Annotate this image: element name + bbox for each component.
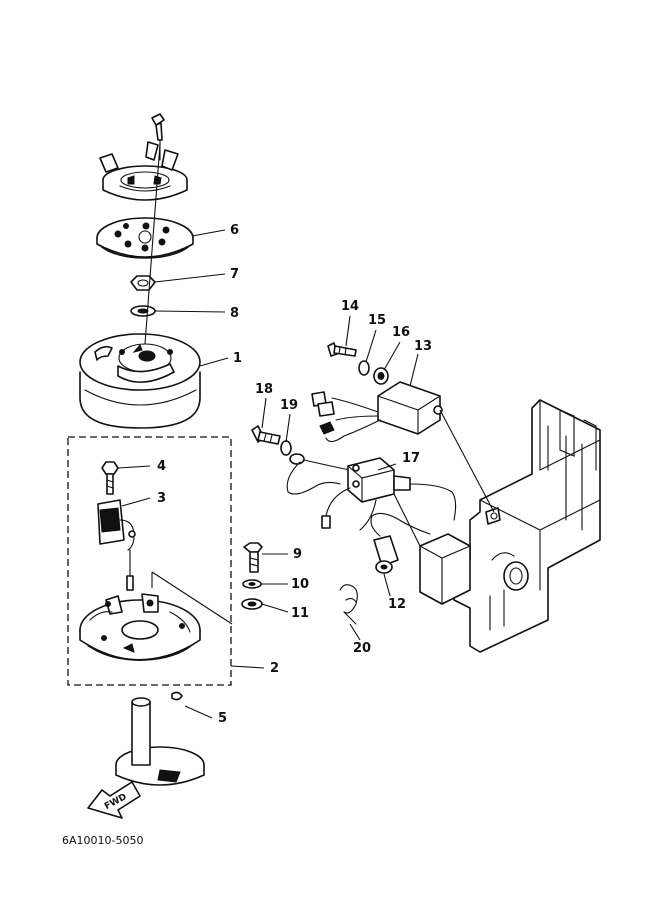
flywheel-part-1	[79, 333, 201, 429]
plate-part-6	[96, 217, 194, 259]
coil-part-3	[97, 499, 136, 591]
washer-part-16	[373, 367, 389, 385]
callout-11: 11	[291, 606, 309, 621]
nut-part-7	[130, 275, 156, 291]
starter-pulley	[99, 141, 188, 201]
callout-5: 5	[218, 711, 227, 726]
callout-16: 16	[392, 325, 410, 340]
washer-part-19	[280, 440, 292, 456]
drawing-number: 6A10010-5050	[62, 834, 143, 847]
callout-6: 6	[230, 223, 239, 238]
callout-12: 12	[388, 597, 406, 612]
callout-13: 13	[414, 339, 432, 354]
washer-part-8	[130, 305, 156, 317]
callout-14: 14	[341, 299, 359, 314]
callout-labels: 6 7 8 1 4 3 9 10 11 2 5 14 15 16 13 18 1…	[157, 223, 432, 726]
assembly-box-part-2	[67, 436, 232, 686]
screw-part-14	[327, 342, 357, 357]
callout-18: 18	[255, 382, 273, 397]
callout-15: 15	[368, 313, 386, 328]
bolt-part-9	[243, 542, 263, 573]
washer-part-11	[241, 598, 263, 610]
engine-block	[419, 399, 601, 653]
washer-part-15	[358, 360, 370, 376]
spark-plug-cap-part-12	[370, 512, 431, 574]
shaft-part-5	[115, 691, 205, 786]
ignition-unit-part-13	[311, 381, 443, 443]
callout-20: 20	[353, 641, 371, 656]
callout-9: 9	[293, 547, 302, 562]
clip-part-20	[339, 584, 358, 625]
callout-8: 8	[230, 306, 239, 321]
screw-part-4	[101, 461, 119, 495]
fwd-arrow-icon: FWD	[87, 781, 141, 819]
callout-2: 2	[270, 661, 279, 676]
callout-19: 19	[280, 398, 298, 413]
bolt-part-18	[251, 425, 281, 445]
callout-7: 7	[230, 267, 239, 282]
callout-4: 4	[157, 459, 166, 474]
callout-1: 1	[233, 351, 242, 366]
leader-lines	[117, 143, 495, 719]
callout-17: 17	[402, 451, 420, 466]
washer-part-10	[242, 579, 262, 589]
callout-10: 10	[291, 577, 309, 592]
callout-3: 3	[157, 491, 166, 506]
stator-base-plate	[79, 593, 201, 661]
